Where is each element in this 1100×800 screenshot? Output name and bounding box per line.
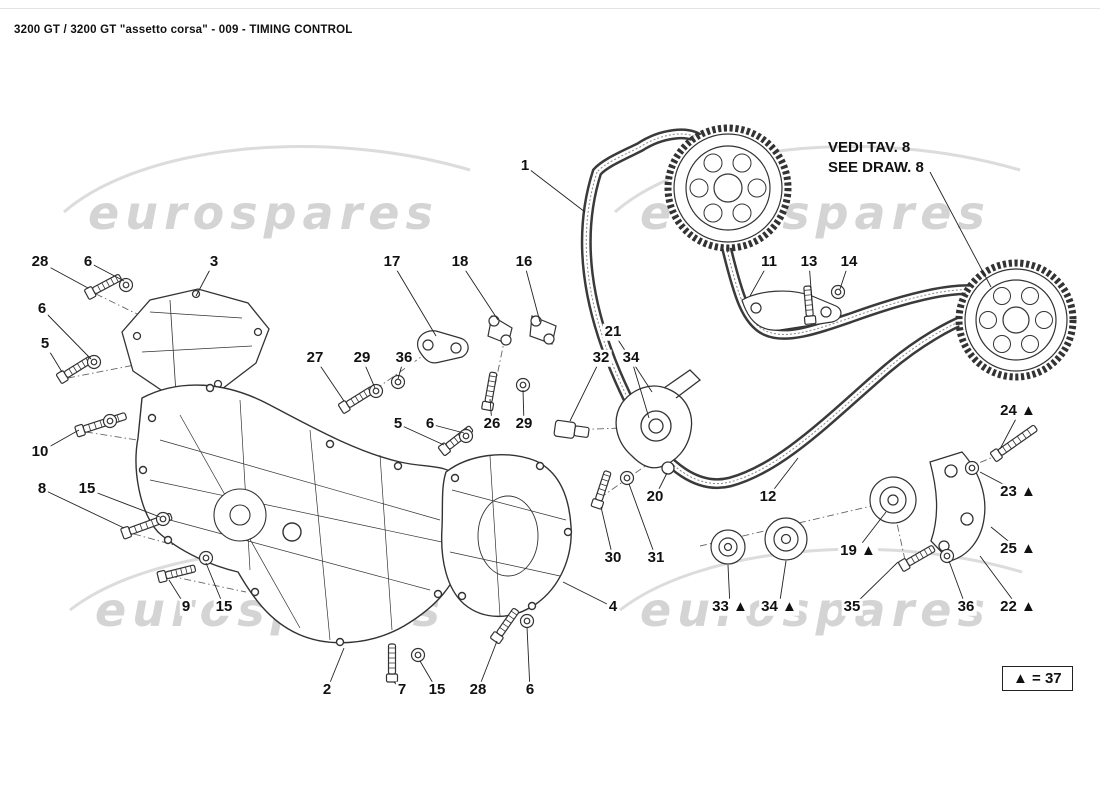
callout-20: 20 xyxy=(644,487,666,506)
callout-36: 36 xyxy=(955,597,977,616)
idler-pulley-34 xyxy=(764,517,808,561)
note-line-english: SEE DRAW. 8 xyxy=(828,159,924,177)
callout-24: 24 ▲ xyxy=(998,401,1038,420)
callout-31: 31 xyxy=(645,548,667,567)
note-line-italian: VEDI TAV. 8 xyxy=(828,139,911,156)
tensioner-stud xyxy=(553,419,590,439)
callout-3: 3 xyxy=(207,252,221,271)
callout-34: 34 xyxy=(620,348,642,367)
callout-22: 22 ▲ xyxy=(998,597,1038,616)
idler-pulley-33 xyxy=(710,529,746,565)
belt-tensioner xyxy=(615,369,701,475)
page-title: 3200 GT / 3200 GT "assetto corsa" - 009 … xyxy=(14,24,353,36)
callout-26: 26 xyxy=(481,414,503,433)
bracket-18 xyxy=(487,315,513,346)
callout-23: 23 ▲ xyxy=(998,482,1038,501)
callout-10: 10 xyxy=(29,442,51,461)
callout-6: 6 xyxy=(35,299,49,318)
callout-2: 2 xyxy=(320,680,334,699)
callout-17: 17 xyxy=(381,252,403,271)
callout-30: 30 xyxy=(602,548,624,567)
callout-6: 6 xyxy=(423,414,437,433)
callout-1: 1 xyxy=(518,156,532,175)
callout-33: 33 ▲ xyxy=(710,597,750,616)
callout-5: 5 xyxy=(38,334,52,353)
legend-text: ▲ = 37 xyxy=(1013,670,1062,687)
watermark-eurospares: eurospares xyxy=(88,186,439,240)
callout-18: 18 xyxy=(449,252,471,271)
timing-cover-upper xyxy=(121,288,270,397)
callout-8: 8 xyxy=(35,479,49,498)
callout-12: 12 xyxy=(757,487,779,506)
callout-14: 14 xyxy=(838,252,860,271)
watermark-eurospares: eurospares xyxy=(640,583,991,637)
camshaft-gear-top xyxy=(664,124,792,252)
callout-29: 29 xyxy=(351,348,373,367)
page-top-rule xyxy=(0,8,1100,9)
callout-28: 28 xyxy=(29,252,51,271)
callout-11: 11 xyxy=(759,252,779,271)
bracket-16 xyxy=(529,315,557,345)
callout-19: 19 ▲ xyxy=(838,541,878,560)
timing-cover-right xyxy=(440,454,573,618)
callout-13: 13 xyxy=(798,252,820,271)
camshaft-gear-right xyxy=(955,259,1077,381)
idler-pulley-35 xyxy=(869,476,917,524)
see-drawing-note: VEDI TAV. 8 SEE DRAW. 8 xyxy=(828,138,924,179)
timing-cover-main xyxy=(135,383,470,647)
callout-27: 27 xyxy=(304,348,326,367)
callout-4: 4 xyxy=(606,597,620,616)
callout-6: 6 xyxy=(523,680,537,699)
callout-6: 6 xyxy=(81,252,95,271)
callout-15: 15 xyxy=(76,479,98,498)
callout-9: 9 xyxy=(179,597,193,616)
callout-7: 7 xyxy=(395,680,409,699)
callout-32: 32 xyxy=(590,348,612,367)
legend-box: ▲ = 37 xyxy=(1002,666,1073,691)
callout-5: 5 xyxy=(391,414,405,433)
callout-21: 21 xyxy=(602,322,624,341)
tensioner-bracket-17 xyxy=(416,330,469,364)
callout-28: 28 xyxy=(467,680,489,699)
callout-36: 36 xyxy=(393,348,415,367)
callout-29: 29 xyxy=(513,414,535,433)
callout-35: 35 xyxy=(841,597,863,616)
callout-15: 15 xyxy=(426,680,448,699)
callout-15: 15 xyxy=(213,597,235,616)
callout-16: 16 xyxy=(513,252,535,271)
callout-25: 25 ▲ xyxy=(998,539,1038,558)
callout-34: 34 ▲ xyxy=(759,597,799,616)
